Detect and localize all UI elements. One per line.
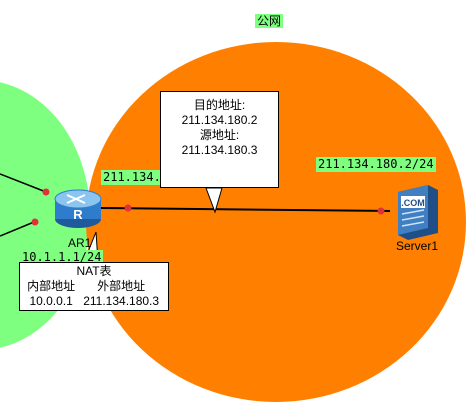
router-port-public <box>124 204 132 212</box>
public-link <box>99 207 391 212</box>
nat-header-outside: 外部地址 <box>97 279 146 293</box>
nat-cell-outside: 211.134.180.3 <box>83 294 160 308</box>
packet-callout: 目的地址: 211.134.180.2 源地址: 211.134.180.3 <box>160 91 279 188</box>
packet-callout-pointer <box>205 187 223 214</box>
nat-cell-inside: 10.0.0.1 <box>29 294 73 308</box>
public-network-label: 公网 <box>255 14 284 28</box>
router-port-lower <box>31 218 39 226</box>
packet-src-title: 源地址: <box>199 128 240 142</box>
router-glyph: R <box>73 207 83 222</box>
router-icon[interactable]: R <box>54 189 102 228</box>
packet-dst-title: 目的地址: <box>193 98 246 112</box>
packet-dst-value: 211.134.180.2 <box>181 113 258 127</box>
router-private-ip-label: 10.1.1.1/24 <box>20 250 104 265</box>
server-port <box>377 207 385 215</box>
router-name: AR1 <box>68 236 92 250</box>
nat-table-header-row: 内部地址 外部地址 <box>24 279 164 294</box>
server-name: Server1 <box>396 239 439 253</box>
nat-table: 内部地址 外部地址 10.0.0.1 211.134.180.3 <box>24 279 164 309</box>
private-link-lower <box>0 221 35 237</box>
server-public-ip-label: 211.134.180.2/24 <box>316 157 436 172</box>
packet-src-value: 211.134.180.3 <box>181 143 258 157</box>
nat-table-row: 10.0.0.1 211.134.180.3 <box>24 294 164 309</box>
nat-header-inside: 内部地址 <box>27 279 76 293</box>
server-badge: .COM <box>401 198 425 208</box>
router-port-upper <box>42 188 50 196</box>
private-link-upper <box>0 173 47 193</box>
server-icon[interactable]: .COM <box>398 185 438 240</box>
nat-table-title: NAT表 <box>76 264 112 278</box>
nat-table-callout: NAT表 内部地址 外部地址 10.0.0.1 211.134.180.3 <box>19 262 169 311</box>
